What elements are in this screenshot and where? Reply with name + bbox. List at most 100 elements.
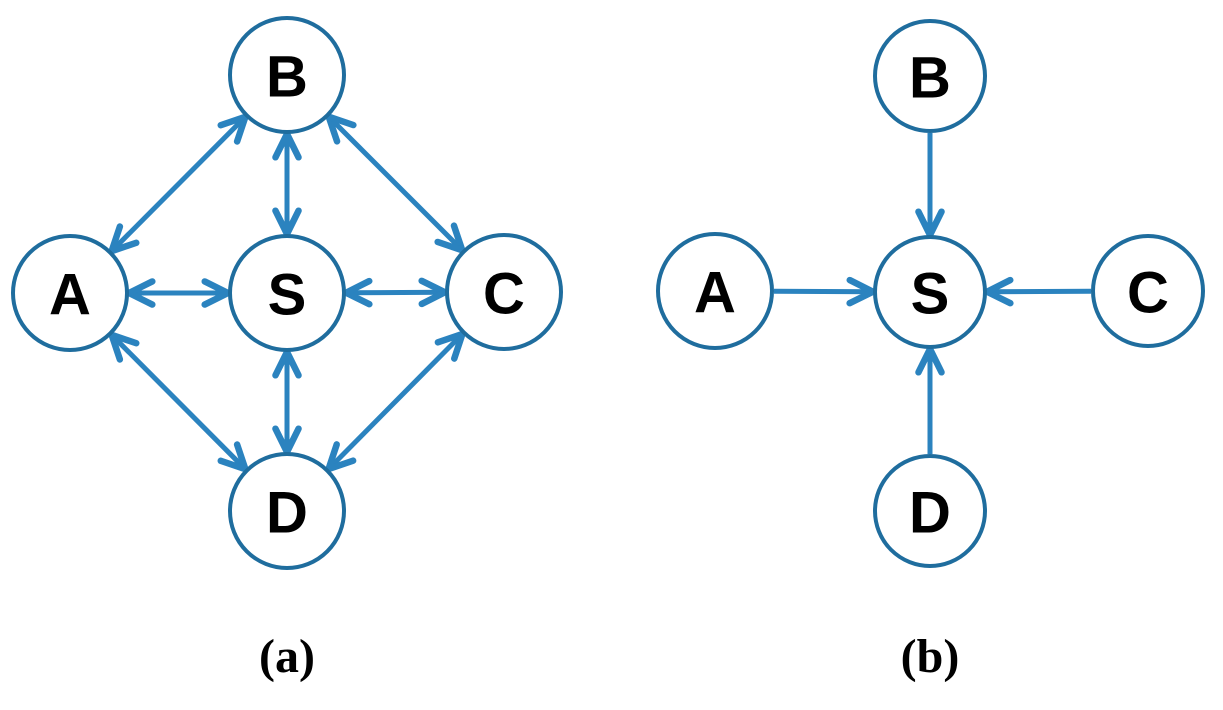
a-edge-s-d-head-from <box>272 348 302 379</box>
a-edge-b-c-head-from-barb-1 <box>325 113 357 129</box>
a-edge-a-d-head-to-barb-1 <box>217 457 249 473</box>
a-edge-a-d-head-to <box>217 441 249 473</box>
edge-c-s <box>983 276 1092 307</box>
edge-s-d <box>272 348 302 456</box>
a-edge-s-d-head-to-barb-1 <box>272 425 291 456</box>
b-node-c-circle[interactable] <box>1091 234 1205 348</box>
b-node-a-label: A <box>694 261 736 326</box>
a-edge-b-c-head-to <box>434 222 466 254</box>
a-edge-b-s-head-from <box>272 130 302 161</box>
a-node-c-circle[interactable] <box>445 233 563 351</box>
edge-a-s <box>125 278 232 308</box>
a-node-c-label: C <box>483 262 525 327</box>
b-edge-b-s-head-to-barb-0 <box>926 208 945 239</box>
a-edge-s-d-head-from-barb-1 <box>283 348 302 379</box>
node-d[interactable]: D <box>228 452 346 570</box>
a-edge-a-b-head-from-barb-1 <box>108 223 124 255</box>
a-node-b-circle[interactable] <box>228 16 346 134</box>
a-edge-s-c-head-from <box>342 277 373 308</box>
a-edge-s-d-head-to <box>272 425 302 456</box>
node-d[interactable]: D <box>873 454 987 568</box>
a-edge-a-d-head-from-barb-0 <box>108 331 124 363</box>
edge-s-c <box>342 277 449 308</box>
b-node-s-label: S <box>911 262 950 327</box>
a-edge-d-c-head-to-barb-0 <box>434 330 466 346</box>
a-edge-d-c-line <box>326 332 465 471</box>
a-edge-a-s-head-to-barb-0 <box>201 278 232 297</box>
a-edge-a-b-head-to-barb-0 <box>217 113 249 129</box>
a-edge-a-s-head-to-barb-1 <box>201 289 232 308</box>
edges-layer <box>108 113 1092 473</box>
b-edge-a-s-head-to-barb-1 <box>846 288 877 307</box>
a-node-s-circle[interactable] <box>228 234 346 352</box>
captions-layer: (a)(b) <box>259 630 959 683</box>
a-edge-a-d-line <box>109 333 248 471</box>
edge-d-c <box>325 330 466 473</box>
a-node-d-circle[interactable] <box>228 452 346 570</box>
a-edge-d-c-head-from-barb-0 <box>325 457 357 473</box>
a-edge-b-s-head-to-barb-1 <box>272 207 291 238</box>
a-edge-b-c-head-from-barb-0 <box>325 113 341 145</box>
a-edge-s-c-head-to-barb-1 <box>418 289 449 308</box>
a-edge-d-c-head-from-barb-1 <box>325 441 340 473</box>
a-edge-a-d-head-from <box>108 331 140 363</box>
a-edge-s-d-head-to-barb-0 <box>283 425 302 456</box>
a-edge-b-c-head-from <box>325 113 357 145</box>
edge-b-s <box>272 130 302 238</box>
a-node-a-circle[interactable] <box>11 234 129 352</box>
a-edge-a-s-head-from <box>125 278 156 308</box>
b-node-d-label: D <box>909 481 951 546</box>
b-edge-b-s-head-to-barb-1 <box>915 208 934 239</box>
b-node-a-circle[interactable] <box>656 232 774 350</box>
a-edge-b-s-head-to-barb-0 <box>283 207 302 238</box>
a-node-a-label: A <box>49 263 91 328</box>
b-edge-d-s-head-to <box>915 345 945 376</box>
b-edge-b-s-head-to <box>915 208 945 239</box>
a-node-b-label: B <box>266 45 308 110</box>
b-edge-a-s-head-to-barb-0 <box>846 276 877 295</box>
b-edge-a-s-head-to <box>846 276 877 307</box>
a-edge-s-c-head-to-barb-0 <box>418 277 449 296</box>
a-edge-a-b-head-from <box>108 223 140 255</box>
a-edge-s-d-head-from-barb-0 <box>272 348 291 379</box>
a-edge-b-c-head-to-barb-1 <box>434 238 466 254</box>
a-edge-b-s-head-to <box>272 207 302 238</box>
a-edge-d-c-head-to <box>434 330 466 362</box>
edge-b-c <box>325 113 466 254</box>
b-node-b-circle[interactable] <box>873 19 987 133</box>
edge-a-b <box>108 113 249 255</box>
a-edge-d-c-head-to-barb-1 <box>451 330 466 362</box>
a-edge-b-c-line <box>326 114 465 253</box>
a-edge-a-s-head-to <box>201 278 232 308</box>
b-edge-c-s-head-to <box>983 276 1014 307</box>
node-a[interactable]: A <box>656 232 774 350</box>
node-s[interactable]: S <box>873 235 987 349</box>
a-node-s-label: S <box>268 263 307 328</box>
a-edge-d-c-head-from <box>325 441 357 473</box>
b-node-d-circle[interactable] <box>873 454 987 568</box>
b-edge-d-s-head-to-barb-0 <box>915 345 934 376</box>
a-edge-a-d-head-to-barb-0 <box>233 441 249 473</box>
a-edge-a-s-head-from-barb-0 <box>125 289 156 308</box>
a-edge-s-c-head-from-barb-1 <box>342 277 373 296</box>
nodes-layer: B A S C D B A S C D <box>11 16 1205 570</box>
a-edge-a-b-head-to-barb-1 <box>233 113 249 145</box>
node-s[interactable]: S <box>228 234 346 352</box>
node-c[interactable]: C <box>1091 234 1205 348</box>
a-edge-a-s-head-from-barb-1 <box>125 278 156 297</box>
node-b[interactable]: B <box>873 19 987 133</box>
b-edge-c-s-head-to-barb-0 <box>983 288 1014 307</box>
node-b[interactable]: B <box>228 16 346 134</box>
a-edge-a-b-head-to <box>217 113 249 145</box>
b-edge-d-s-head-to-barb-1 <box>926 345 945 376</box>
b-node-c-label: C <box>1127 261 1169 326</box>
edge-d-s <box>915 345 945 454</box>
edge-b-s <box>915 133 945 239</box>
a-edge-a-b-head-from-barb-0 <box>108 239 140 255</box>
b-node-b-label: B <box>909 46 951 111</box>
node-c[interactable]: C <box>445 233 563 351</box>
b-node-s-circle[interactable] <box>873 235 987 349</box>
node-a[interactable]: A <box>11 234 129 352</box>
